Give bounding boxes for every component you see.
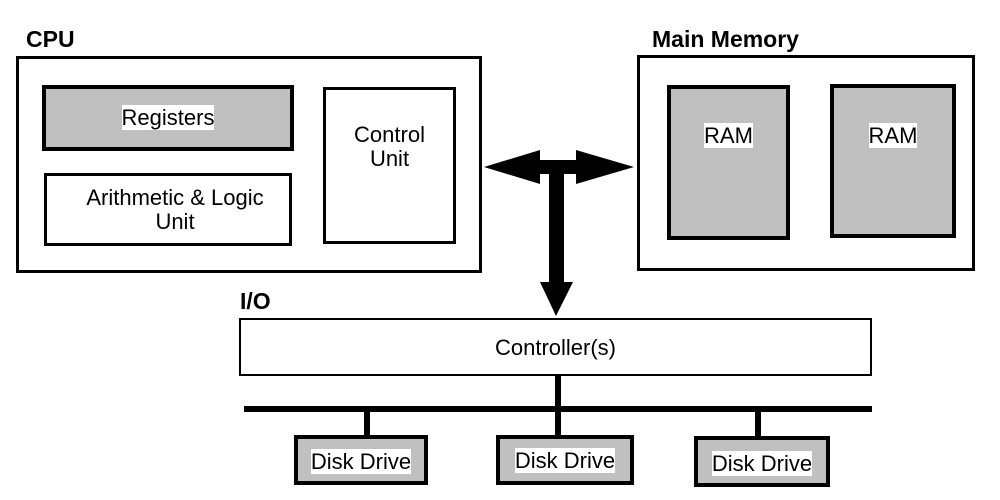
- disk-drive-label-3: Disk Drive: [711, 451, 813, 476]
- disk-drive-label-1: Disk Drive: [310, 449, 412, 474]
- ram-label-2: RAM: [868, 123, 918, 148]
- bus-down-arrowhead: [540, 282, 573, 316]
- control-unit-block: [323, 87, 456, 244]
- disk-connector-1: [364, 412, 370, 436]
- ram-block-1: [667, 85, 790, 240]
- alu-label-line1: Arithmetic & Logic: [86, 185, 264, 210]
- controller-connector: [555, 376, 561, 406]
- alu-label-line2: Unit: [155, 209, 195, 234]
- bus-horizontal-arrow: [484, 150, 634, 184]
- disk-connector-3: [755, 412, 761, 436]
- main-memory-title: Main Memory: [652, 26, 799, 52]
- controller-label: Controller(s): [494, 335, 617, 360]
- control-unit-label: Control Unit: [323, 123, 456, 171]
- io-bus-line: [244, 406, 872, 412]
- bus-vertical-stem: [549, 174, 564, 282]
- disk-connector-2: [555, 412, 561, 436]
- io-title: I/O: [240, 288, 271, 314]
- control-unit-label-line2: Unit: [369, 146, 410, 171]
- control-unit-label-line1: Control: [354, 122, 425, 147]
- alu-block: [44, 173, 292, 246]
- disk-drive-label-2: Disk Drive: [514, 448, 616, 473]
- controller-block: [239, 318, 872, 376]
- cpu-title: CPU: [26, 26, 75, 52]
- ram-block-2: [830, 84, 956, 238]
- ram-label-1: RAM: [704, 123, 753, 148]
- alu-label: Arithmetic & Logic Unit: [44, 186, 306, 234]
- registers-label: Registers: [121, 105, 215, 130]
